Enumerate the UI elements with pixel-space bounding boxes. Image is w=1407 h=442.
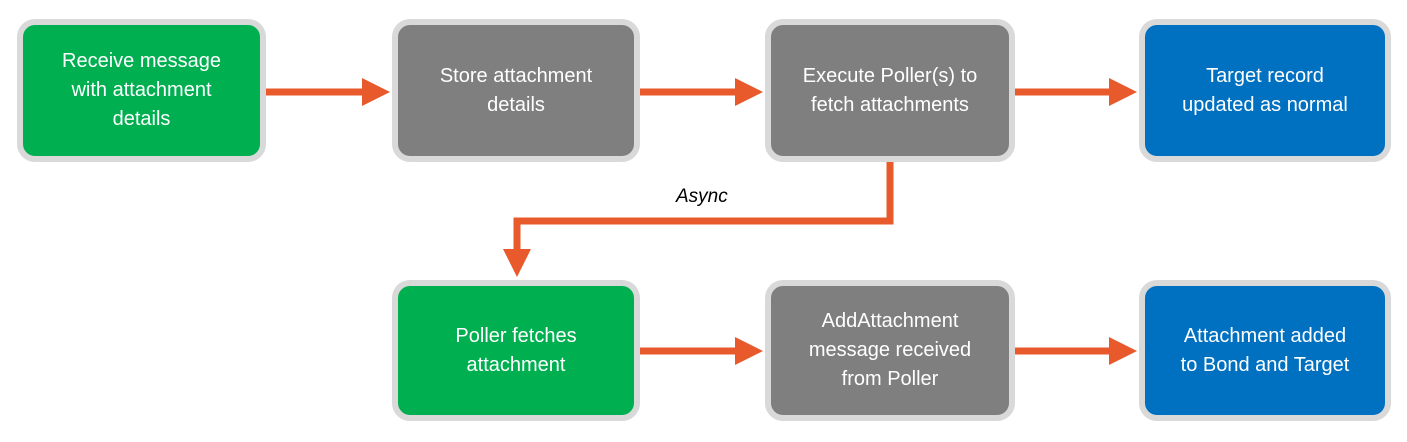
node-attachment-added: Attachment added to Bond and Target [1139,280,1391,421]
async-edge-label: Async [676,186,728,207]
node-execute-pollers: Execute Poller(s) to fetch attachments [765,19,1015,162]
node-addattachment-received: AddAttachment message received from Poll… [765,280,1015,421]
node-target-record-updated: Target record updated as normal [1139,19,1391,162]
arrow-execute-to-poller-async [503,162,894,277]
node-receive-message: Receive message with attachment details [17,19,266,162]
node-store-attachment-details: Store attachment details [392,19,640,162]
node-poller-fetches-attachment: Poller fetches attachment [392,280,640,421]
